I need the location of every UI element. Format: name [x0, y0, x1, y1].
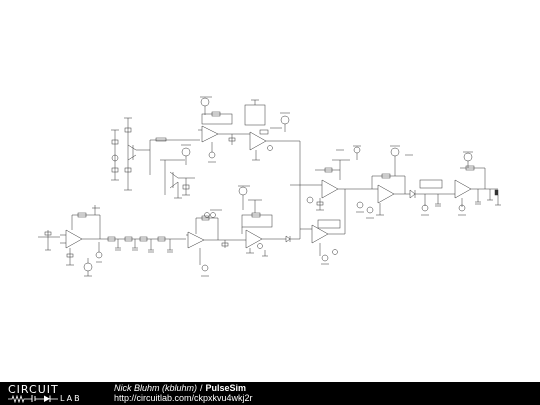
output-stage — [360, 145, 501, 219]
logo-bottom: LAB — [8, 394, 106, 403]
mid-amp-stage — [186, 185, 300, 277]
circuitlab-logo[interactable]: CIRCUIT LAB — [8, 384, 106, 403]
logo-bottom-text: LAB — [60, 394, 82, 403]
logo-top-text: CIRCUIT — [8, 383, 59, 396]
filter-ladder — [100, 236, 186, 253]
input-stage — [38, 205, 103, 277]
transistor-stage — [111, 117, 200, 199]
circuit-url[interactable]: http://circuitlab.com/ckpxkvu4wkj2r — [114, 393, 253, 403]
waveform-icon — [8, 394, 58, 403]
circuit-title[interactable]: PulseSim — [205, 383, 247, 393]
schematic-canvas — [38, 96, 501, 277]
footer-bar: CIRCUIT LAB Nick Bluhm (kbluhm)/PulseSim… — [0, 382, 540, 405]
separator: / — [200, 383, 203, 393]
comparator-stage — [290, 141, 364, 265]
schematic-diagram — [38, 96, 501, 277]
upper-amp-stage — [198, 96, 300, 163]
author-name[interactable]: Nick Bluhm (kbluhm) — [114, 383, 198, 393]
circuit-info: Nick Bluhm (kbluhm)/PulseSim — [114, 383, 246, 394]
